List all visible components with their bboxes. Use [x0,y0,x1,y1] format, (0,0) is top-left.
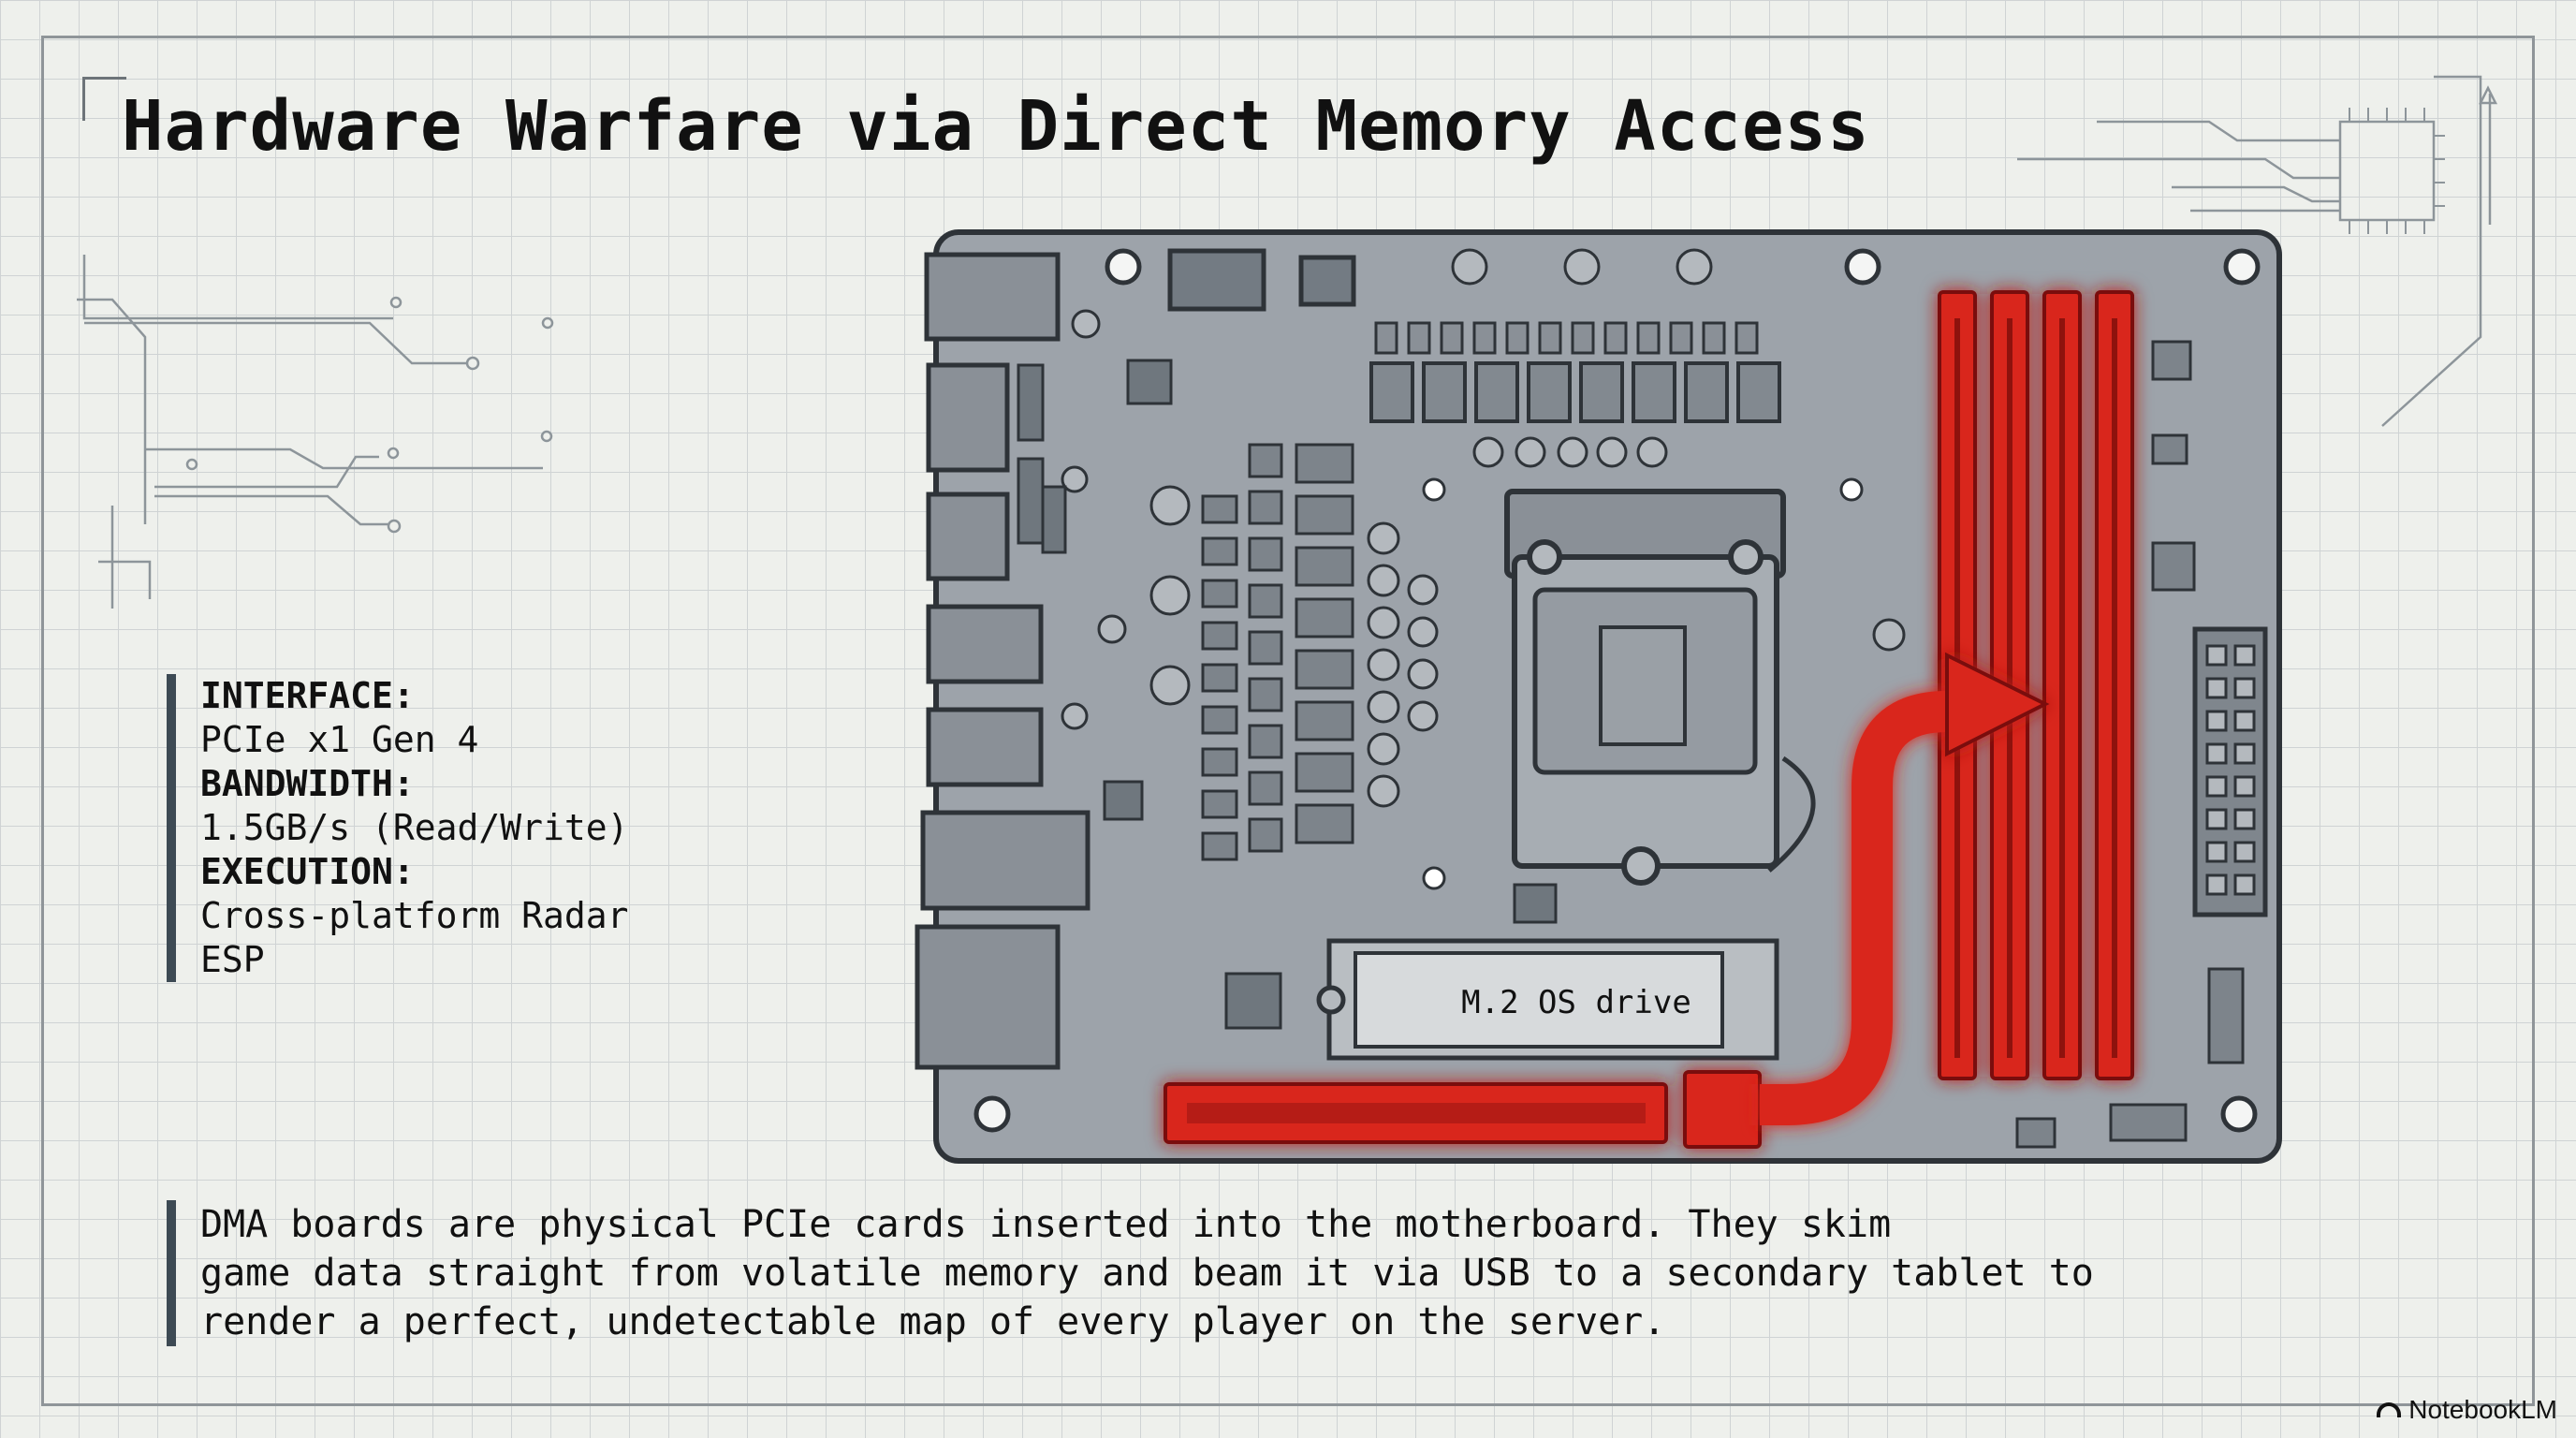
mounting-holes [973,248,2261,1133]
pcie-slot [1164,1070,1762,1149]
spec-value-execution: Cross-platform Radar ESP [200,895,629,980]
cpu-socket [1504,489,1786,886]
chipset-grid [1201,443,1354,861]
brand-watermark: NotebookLM [2377,1395,2557,1425]
spec-panel: INTERFACE: PCIe x1 Gen 4 BANDWIDTH: 1.5G… [167,674,687,982]
spec-label-execution: EXECUTION: [200,851,415,892]
brand-label: NotebookLM [2408,1395,2557,1424]
notebooklm-logo-icon [2377,1402,2402,1417]
description-text: DMA boards are physical PCIe cards inser… [167,1200,2119,1346]
dma-data-path-arrow [1760,652,2050,1125]
spec-value-bandwidth: 1.5GB/s (Read/Write) [200,807,629,848]
m2-label: M.2 OS drive [1461,984,1691,1021]
vrm-components [1369,361,1781,423]
page-title: Hardware Warfare via Direct Memory Acces… [122,86,1870,167]
m2-slot [1316,938,1779,1061]
diagram-frame [41,36,2535,1406]
cpu-power-connector [1167,248,1356,312]
atx-power-connector [2192,626,2268,917]
spec-label-bandwidth: BANDWIDTH: [200,763,415,804]
spec-label-interface: INTERFACE: [200,675,415,716]
corner-mark [82,77,126,121]
spec-value-interface: PCIe x1 Gen 4 [200,719,479,760]
rear-io-ports [915,252,1090,1070]
